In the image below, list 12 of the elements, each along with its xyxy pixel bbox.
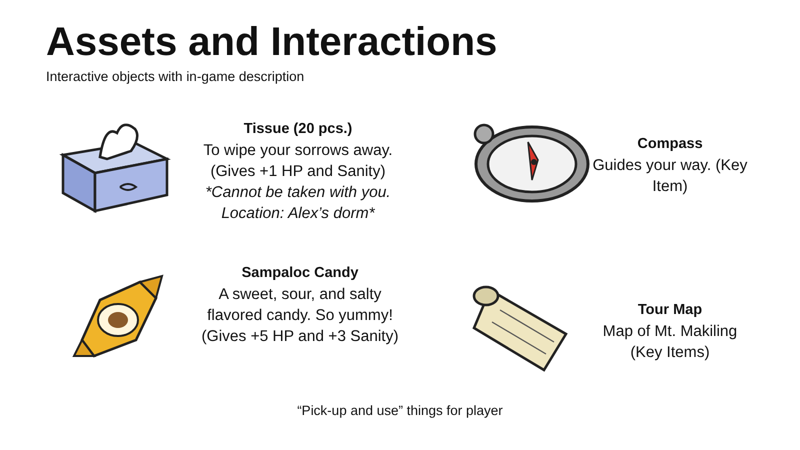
item-description: Map of Mt. Makiling (Key Items) — [602, 322, 738, 363]
subtitle: Interactive objects with in-game description — [46, 68, 306, 86]
item-heading: Compass — [636, 135, 704, 154]
caption: “Pick-up and use” things for player — [296, 403, 504, 418]
item-description: To wipe your sorrows away. (Gives +1 HP and Sanity) — [202, 141, 394, 182]
item-description: A sweet, sour, and salty flavored candy. So yummy! (Gives +5 HP and +3 Sanity) — [200, 285, 400, 347]
item-heading: Tour Map — [636, 301, 704, 320]
item-note: *Cannot be taken with you. Location: Alex’s dorm* — [204, 183, 392, 224]
item-description: Guides your way. (Key Item) — [592, 156, 748, 197]
item-heading: Sampaloc Candy — [240, 264, 360, 283]
item-heading: Tissue (20 pcs.) — [242, 120, 354, 139]
slide-title: Assets and Interactions — [46, 20, 498, 65]
